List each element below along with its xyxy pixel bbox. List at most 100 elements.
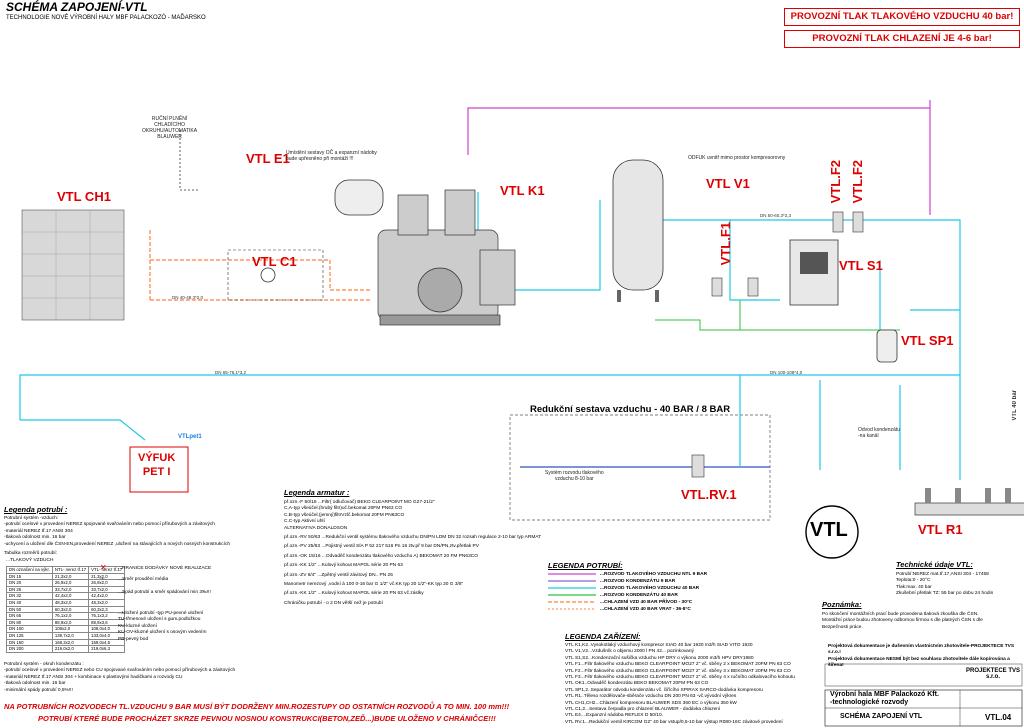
line-legend-item: ...ROZVOD KONDENZÁTU 9 BAR xyxy=(600,579,676,584)
fitting-legend-item: př.ozn.-F 50/16 ...Filtr( odlučovač) BEK… xyxy=(284,500,435,531)
note-odfuk: ODFUK uvnitř mimo prostor kompresorovny xyxy=(688,155,786,161)
tag-vtl-ch1: VTL CH1 xyxy=(57,189,111,204)
tag-vtl-f2-b: VTL.F2 xyxy=(850,160,865,204)
fitting-legend-item: př.ozn.-ZV 6/4" ...Zpětný ventil závitov… xyxy=(284,572,393,578)
tech-data-line: Potrubí:NEREZ mat.tř.17,ANSI 304 - 17458 xyxy=(896,572,989,577)
dn-table-cell: DN 150 xyxy=(6,638,53,647)
legend-fittings-title: Legenda armatur : xyxy=(284,488,350,497)
tech-data-title: Technické údaje VTL: xyxy=(896,560,973,569)
dn-table-title: Tabulka rozměrů potrubí: xyxy=(4,551,58,556)
drawing-subtitle: TECHNOLOGIE NOVÉ VÝROBNÍ HALY MBF PALACK… xyxy=(6,15,206,21)
tag-vtl-r1: VTL R1 xyxy=(918,522,963,537)
tech-data-line: Teplota:0 - 20°C xyxy=(896,578,931,584)
dn-table-cell: DN 40 xyxy=(6,598,53,607)
remark-line: Montážní práce budou zhotoveny odbornou … xyxy=(822,618,983,624)
legend-fittings-list: př.ozn.-F 50/16 ...Filtr( odlučovač) BEK… xyxy=(284,500,542,610)
dn-table-cell: 48,3x2,0 xyxy=(51,598,90,607)
dn-table-cell: DN 100 xyxy=(6,625,53,633)
dn-table-cell: 168,3x2,0 xyxy=(51,638,90,647)
tech-data-list: Potrubí:NEREZ mat.tř.17,ANSI 304 - 17458… xyxy=(896,572,993,598)
line-legend-item: ...CHLAZENÍ VZD 40 BAR VRAT - 36-8°C xyxy=(600,607,691,612)
device-legend-item: VTL OK1..Odvaděč kondenzátu BEKO BEKOMAT… xyxy=(565,681,709,687)
remark-title: Poznámka: xyxy=(822,600,862,609)
title-block-number: VTL.04 xyxy=(985,713,1012,722)
device-legend-item: VTL CH1,CH2...Chlazení kompresoru BLAUWE… xyxy=(565,700,737,706)
dn-table-cell: DN 200 xyxy=(6,645,53,653)
fitting-legend-item: př.ozn.-RV 50/63 ...Redukční ventil syst… xyxy=(284,535,542,541)
dn-table-header: DN označení na výkr. xyxy=(6,566,53,574)
dn-table-cell: 33,7x2,0 xyxy=(51,585,90,594)
dn-table-cell: DN 125 xyxy=(6,631,53,640)
tag-vtl-v1: VTL V1 xyxy=(706,176,750,191)
device-legend-item: VTL R1..Těleso rozdělovače-sběrače vzduc… xyxy=(565,694,737,700)
note-distribution: Systém rozvodu tlakového vzduchu 8-10 ba… xyxy=(545,470,604,482)
pipe-label-dn40: DN 40-48,3*2,0 xyxy=(172,295,204,300)
pressure-note-cooling: PROVOZNÍ TLAK CHLAZENÍ JE 4-6 bar! xyxy=(784,30,1020,48)
line-legend-item: ...ROZVOD TLAKOVÉHO VZDUCHU 40 BAR xyxy=(600,586,700,591)
legend-devices-list: VTL K1,K2..Vysokotlaký vzduchový kompres… xyxy=(565,643,825,726)
vtl-circle-label: VTL xyxy=(810,519,848,541)
dn-table-cell: DN 50 xyxy=(6,605,53,614)
line-legend-item: ...ROZVOD KONDENZÁTU 40 BAR xyxy=(600,593,678,598)
legend-lines-title: LEGENDA POTRUBÍ: xyxy=(548,561,623,570)
legend-devices-title: LEGENDA ZAŘÍZENÍ: xyxy=(565,632,641,641)
remark-list: Po skončení montážních prací bude proved… xyxy=(822,612,1022,631)
ownership-note: Projektová dokumentace je duševním vlast… xyxy=(828,644,1015,669)
footer-line-1: NA POTRUBNÍCH ROZVODECH TL.VZDUCHU 9 BAR… xyxy=(4,702,510,711)
tag-vtl-f1: VTL.F1 xyxy=(718,222,733,266)
dn-table-cell: 60,3x2,0 xyxy=(51,605,90,614)
tag-vtlpet1: VTLpet1 xyxy=(178,434,202,440)
tag-vtl-40bar: VTL 40 bar xyxy=(1012,390,1018,421)
dn-table-cell: 139,7x2,0 xyxy=(51,631,90,640)
device-legend-item: VTL F3...Filtr tlakového vzduchu BEKO CL… xyxy=(565,675,795,681)
device-legend-item: VTL V1,V2...Vzdušník o objemu 2000 l PN … xyxy=(565,649,694,655)
note-condensate: Odvod kondenzátu -na kanál xyxy=(858,427,900,439)
fitting-legend-item: př.ozn.-OK 15/16 ...Odvaděč kondenzátu t… xyxy=(284,553,478,559)
dn-table-cell: 88,9x2,0 xyxy=(51,618,90,627)
remark-line: Po skončení montážních prací bude proved… xyxy=(822,612,979,617)
dn-table: DN označení na výkr. NTL- nerez tř.17 VT… xyxy=(6,566,126,653)
note-manual-fill: RUČNÍ PLNĚNÍ CHLADÍCÍHO OKRUHU/AUTOMATIK… xyxy=(142,116,198,140)
fitting-legend-item: př.ozn.-KK 1/2" ...Kulový kohout MAPOL s… xyxy=(284,563,403,569)
drawing-title: SCHÉMA ZAPOJENÍ-VTL xyxy=(6,0,148,14)
legend-pipes-title: Legenda potrubí : xyxy=(4,505,68,514)
tag-vtl-rv1: VTL.RV.1 xyxy=(681,487,737,502)
title-block-company: PROJEKTECE TVS s.r.o. xyxy=(966,668,1021,680)
device-legend-item: VTL K1,K2..Vysokotlaký vzduchový kompres… xyxy=(565,643,753,648)
dn-table-cell: 219,0x6,3 xyxy=(88,645,126,653)
boundary-cross-icon: ✕ xyxy=(100,563,107,572)
remark-line: Bezpečnosti práce. xyxy=(822,624,863,630)
dn-table-cell: DN 25 xyxy=(6,585,53,594)
dn-table-cell: 48,3x2,0 xyxy=(88,598,126,607)
dn-table-cell: DN 80 xyxy=(6,618,53,627)
legend-mark-flow: ...Směr proudění média xyxy=(118,577,169,582)
legend-pipes-text: Potrubní systém -vzduch: -potrubí ocelov… xyxy=(4,516,231,547)
device-legend-item: VTL SP1,2..Separátor odvodu kondenzátu v… xyxy=(565,687,763,693)
device-legend-item: VTL F2...Filtr tlakového vzduchu BEKO CL… xyxy=(565,668,791,674)
dn-table-cell: 42,4x2,0 xyxy=(51,592,90,600)
legend-cooling-text: Potrubní systém - okruh kondenzátu : -po… xyxy=(4,662,236,693)
footer-line-2: POTRUBÍ KTERÉ BUDE PROCHÁZET SKRZE PEVNO… xyxy=(38,714,496,723)
title-block-project: Výrobní hala MBF Palackozó Kft. -technol… xyxy=(830,691,939,706)
flow-arrow-icon: → xyxy=(98,575,105,582)
legend-lines-list: ...ROZVOD TLAKOVÉHO VZDUCHU NTL 9 BAR...… xyxy=(600,571,707,613)
line-legend-item: ...CHLAZENÍ VZD 40 BAR PŘÍVOD - 30°C xyxy=(600,600,693,605)
line-legend-item: ...ROZVOD TLAKOVÉHO VZDUCHU NTL 9 BAR xyxy=(600,572,708,577)
legend-mark-slope: ...Spád potrubí a směr spádování min 3‰!… xyxy=(118,590,211,595)
dn-table-header: NTL- nerez tř.17 xyxy=(51,566,90,574)
tech-data-line: Zkušební přetlak TZ: 55 bar po dobu 24 h… xyxy=(896,591,994,597)
dn-table-subtitle: ...TLAKOVÝ VZDUCH xyxy=(6,558,54,563)
device-legend-item: VTL C1,2...Sestava čerpadla pro chlazení… xyxy=(565,707,721,713)
pipe-label-dn50: DN 50-60,3*2,3 xyxy=(760,213,792,218)
tag-vtl-k1: VTL K1 xyxy=(500,183,545,198)
dn-table-cell: 26,9x2,0 xyxy=(51,579,90,587)
